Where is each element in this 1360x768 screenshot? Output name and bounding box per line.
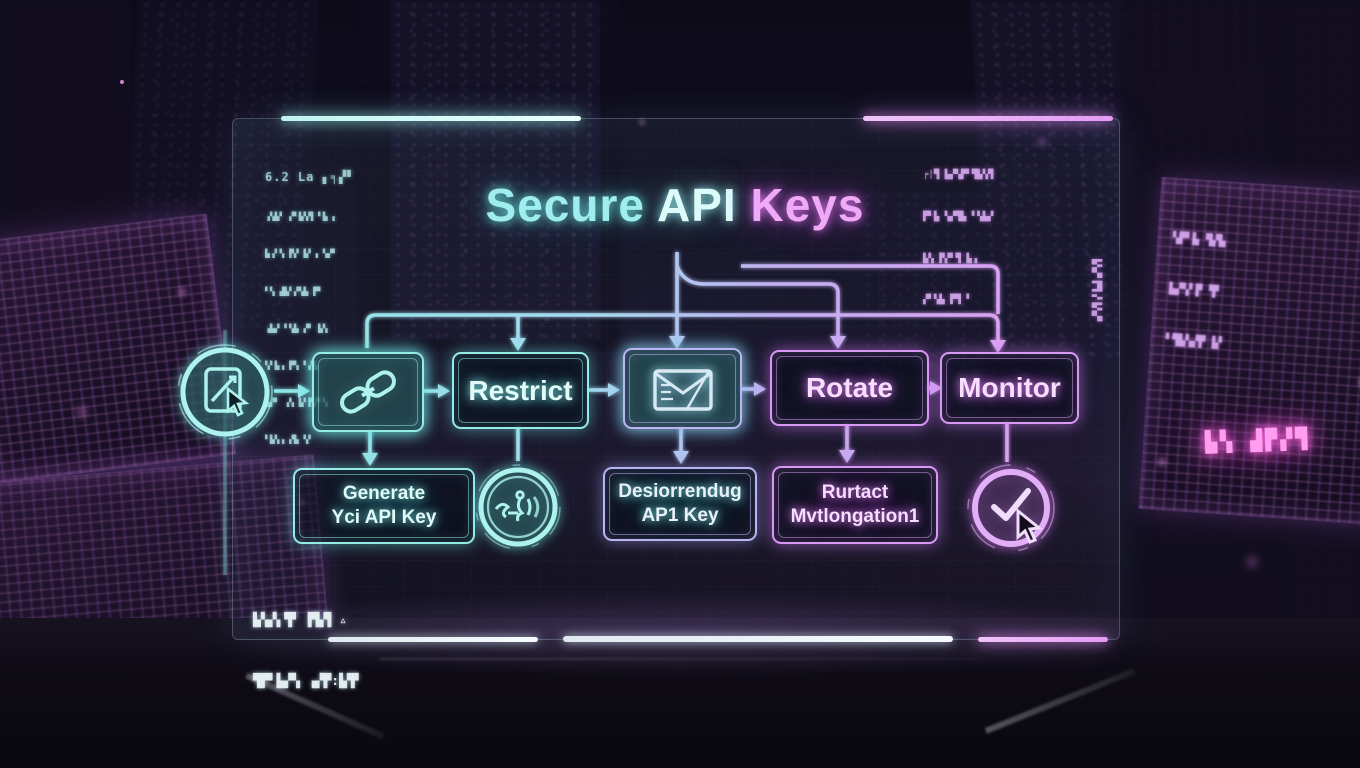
generate-line2: Yci API Key [331,507,437,528]
rotate-node: Rotate [770,350,929,426]
start-node [176,343,274,441]
panel-edge-bottom-left [328,637,538,642]
rurtact-line1: Rurtact [821,482,889,504]
envelope-node [623,348,742,429]
chain-node [312,352,424,432]
check-cursor-icon [967,464,1055,552]
panel-edge-top-left [281,116,581,121]
monitor-node: Monitor [940,352,1079,424]
rurtact-node: Rurtact Mvtlongation1 [772,466,938,544]
panel-edge-bottom-right [978,637,1108,642]
describe-line1: Desiorrendug [618,481,742,503]
restrict-node: Restrict [452,352,589,429]
lane-marking-right [984,668,1136,734]
building-center-left [390,0,600,340]
restrict-label: Restrict [468,374,573,406]
title-word-secure: Secure [485,179,645,231]
neon-sign: ▙▚ ▟▛▞▜ [1204,426,1311,454]
document-cursor-icon [177,344,273,440]
envelope-icon [652,368,713,411]
street [0,588,1360,768]
title-word-keys: Keys [750,179,865,231]
monitor-label: Monitor [958,372,1061,403]
panel-edge-top-right [863,116,1113,121]
badge-node [474,463,562,551]
page-title: Secure API Keys [232,178,1118,232]
scribble-badge-icon [475,464,561,550]
bokeh-particles [120,80,124,84]
describe-node: Desiorrendug AP1 Key [603,467,757,541]
done-node [966,463,1056,553]
panel-edge-bottom-mid [563,636,953,642]
rotate-label: Rotate [805,372,894,403]
generate-node: Generate Yci API Key [293,468,475,544]
street-seam [380,658,980,660]
billboard-glyphs: ▚▛▘▙ ▜▞▙ ▙▞▚▘▛ ▜▘ ▘▜▙▚▞▛ ▙▘ [1165,231,1226,351]
rurtact-line2: Mvtlongation1 [790,506,920,527]
right-billboard: ▚▛▘▙ ▜▞▙ ▙▞▚▘▛ ▜▘ ▘▜▙▚▞▛ ▙▘ [1138,177,1360,525]
generate-line1: Generate [342,483,426,505]
chain-link-icon [340,370,396,414]
title-word-api: API [657,179,737,231]
describe-line2: AP1 Key [641,505,719,526]
lane-marking-left [245,672,385,740]
